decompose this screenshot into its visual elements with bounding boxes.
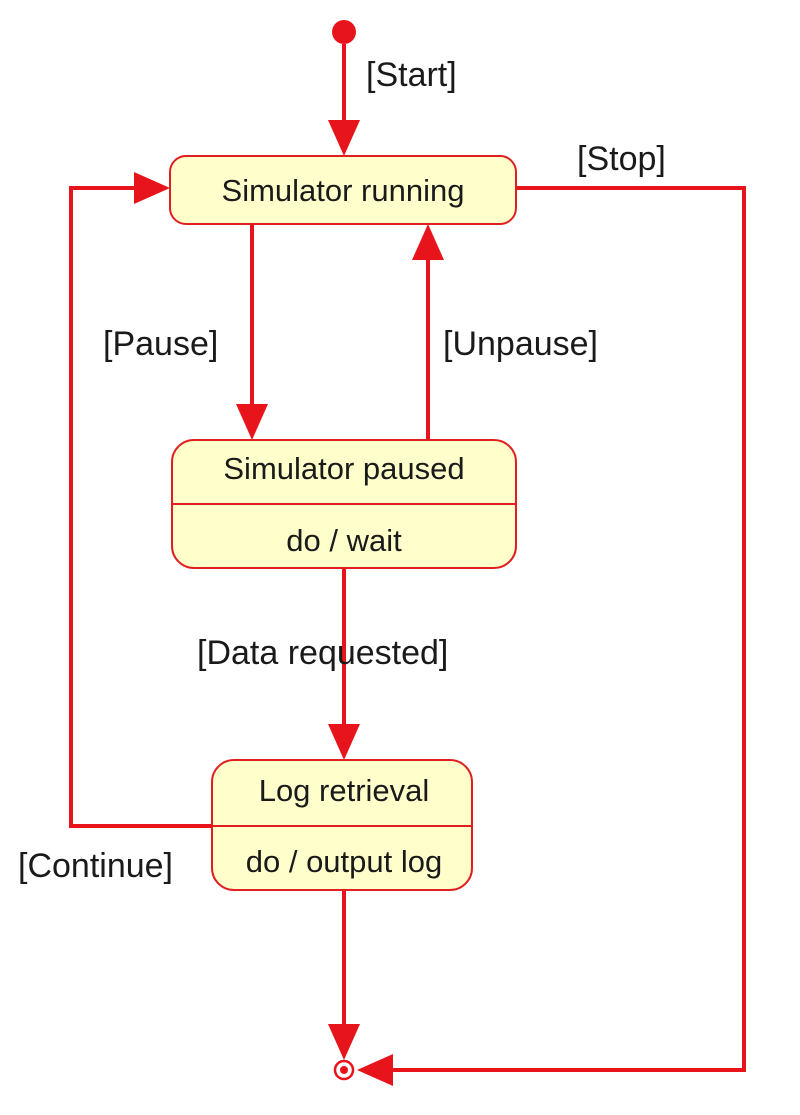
transition-label-unpause: [Unpause] <box>443 325 598 363</box>
state-name-log: Log retrieval <box>259 773 430 808</box>
initial-node <box>332 20 356 44</box>
final-node <box>333 1059 355 1081</box>
transition-label-pause: [Pause] <box>103 325 218 363</box>
transition-data-requested <box>328 568 360 760</box>
transition-stop <box>357 186 746 1086</box>
transition-start <box>328 44 360 156</box>
state-log-retrieval: Log retrieval do / output log <box>211 759 473 891</box>
transition-unpause <box>412 224 444 440</box>
transition-continue <box>69 172 212 828</box>
state-simulator-running: Simulator running <box>169 155 517 225</box>
transition-label-data-requested: [Data requested] <box>197 634 448 672</box>
state-activity-log: do / output log <box>246 844 443 879</box>
transition-to-final <box>328 890 360 1060</box>
transition-label-stop: [Stop] <box>577 140 666 178</box>
state-simulator-paused: Simulator paused do / wait <box>171 439 517 569</box>
transition-label-start: [Start] <box>366 56 457 94</box>
state-activity-paused: do / wait <box>286 523 402 558</box>
transition-pause <box>236 224 268 440</box>
state-name-paused: Simulator paused <box>223 451 464 486</box>
state-name-running: Simulator running <box>222 173 465 208</box>
transition-label-continue: [Continue] <box>18 847 173 885</box>
